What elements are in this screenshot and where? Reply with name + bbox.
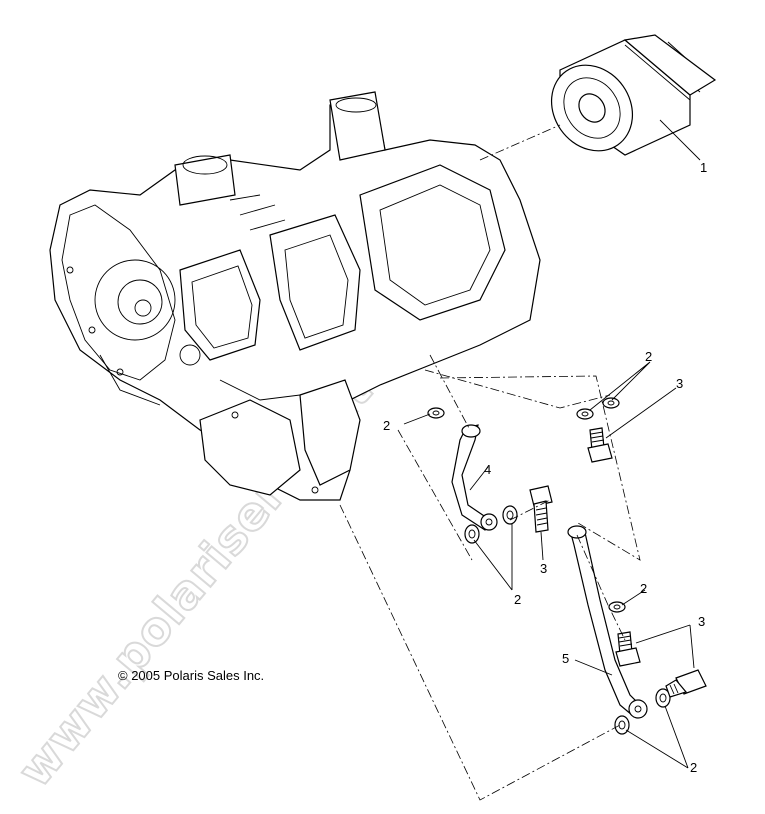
oil-line-upper [451, 424, 498, 531]
callout-bolt: 3 [676, 376, 683, 391]
banjo-bolt [615, 631, 641, 667]
copyright-notice: © 2005 Polaris Sales Inc. [118, 668, 264, 683]
banjo-bolt [665, 669, 707, 698]
oil-filter [550, 34, 717, 156]
washer [602, 397, 620, 409]
callout-oil-line: 4 [484, 462, 491, 477]
callout-bolt: 3 [698, 614, 705, 629]
washer [427, 407, 445, 419]
callout-labels: 1 2 2 2 2 2 3 3 3 4 5 [383, 160, 707, 775]
leader-lines [403, 119, 701, 769]
banjo-bolt [529, 485, 553, 533]
washer [655, 688, 671, 708]
callout-washer: 2 [645, 349, 652, 364]
washer [502, 505, 518, 525]
assembly-lines [339, 124, 641, 801]
washer [464, 524, 480, 544]
callout-oil-line: 5 [562, 651, 569, 666]
callout-washer: 2 [383, 418, 390, 433]
bolt-set [529, 427, 707, 698]
washer-set [427, 397, 671, 735]
washer [608, 601, 626, 613]
banjo-bolt [587, 427, 613, 463]
washer [576, 408, 594, 420]
washer [614, 715, 630, 735]
callout-oil-filter: 1 [700, 160, 707, 175]
callout-washer: 2 [514, 592, 521, 607]
callout-washer: 2 [690, 760, 697, 775]
callout-washer: 2 [640, 581, 647, 596]
engine-crankcase [49, 91, 541, 501]
callout-bolt: 3 [540, 561, 547, 576]
oil-line-lower [567, 525, 648, 719]
